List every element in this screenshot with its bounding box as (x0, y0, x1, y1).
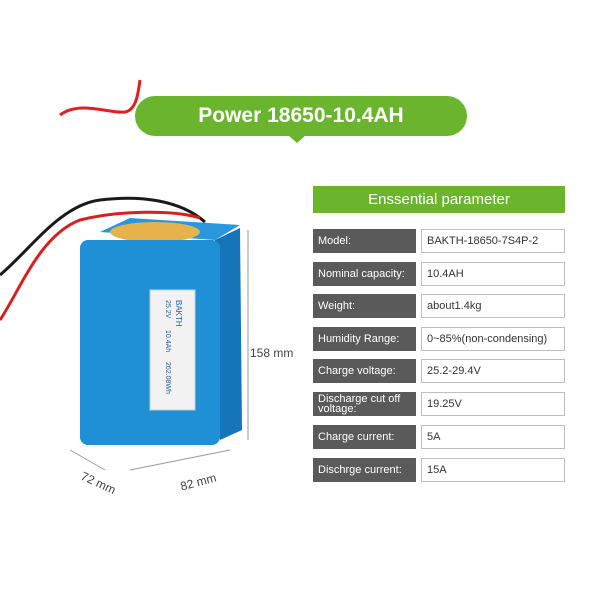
black-wire (0, 196, 206, 277)
height-dimension: 158 mm (250, 346, 294, 360)
param-row-discharge-current: Dischrge current: 15A (313, 458, 565, 482)
param-row-humidity: Humidity Range: 0~85%(non-condensing) (313, 327, 565, 351)
param-row-charge-current: Charge current: 5A (313, 425, 565, 449)
width-dimension-line (129, 449, 231, 471)
param-row-capacity: Nominal capacity: 10.4AH (313, 262, 565, 286)
param-row-discharge-cutoff: Discharge cut off voltage: 19.25V (313, 392, 565, 416)
param-value: 5A (421, 425, 565, 449)
param-value: 19.25V (421, 392, 565, 416)
param-value: 0~85%(non-condensing) (421, 327, 565, 351)
product-title: Power 18650-10.4AH (198, 104, 404, 127)
param-label: Charge current: (313, 425, 416, 449)
param-label: Charge voltage: (313, 359, 416, 383)
param-row-model: Model: BAKTH-18650-7S4P-2 (313, 229, 565, 253)
param-label: Humidity Range: (313, 327, 416, 351)
param-value: BAKTH-18650-7S4P-2 (421, 229, 565, 253)
param-value: 25.2-29.4V (421, 359, 565, 383)
battery-label-sticker (149, 289, 196, 411)
param-value: 10.4AH (421, 262, 565, 286)
red-wire (0, 210, 201, 321)
label-capacity: 10.4Ah (164, 330, 171, 352)
param-value: 15A (421, 458, 565, 482)
label-brand: BAKTH (174, 300, 183, 327)
param-label: Discharge cut off voltage: (313, 392, 416, 416)
param-label: Weight: (313, 294, 416, 318)
insulation-pad (110, 222, 200, 242)
parameter-header: Enssential parameter (313, 186, 565, 213)
param-label: Nominal capacity: (313, 262, 416, 286)
label-voltage: 25.2V (164, 300, 171, 319)
param-row-weight: Weight: about1.4kg (313, 294, 565, 318)
title-banner: Power 18650-10.4AH (135, 96, 467, 136)
banner-pointer (288, 135, 306, 143)
param-row-charge-voltage: Charge voltage: 25.2-29.4V (313, 359, 565, 383)
param-value: about1.4kg (421, 294, 565, 318)
red-wire-top (59, 79, 142, 117)
battery-side-face (215, 228, 242, 440)
battery-pack-illustration: BAKTH 25.2V 10.4Ah 262.08Wh (0, 79, 249, 471)
param-label: Dischrge current: (313, 458, 416, 482)
depth-dimension-line (69, 449, 106, 471)
label-energy: 262.08Wh (164, 362, 171, 394)
parameter-header-text: Enssential parameter (368, 191, 510, 208)
param-label: Model: (313, 229, 416, 253)
